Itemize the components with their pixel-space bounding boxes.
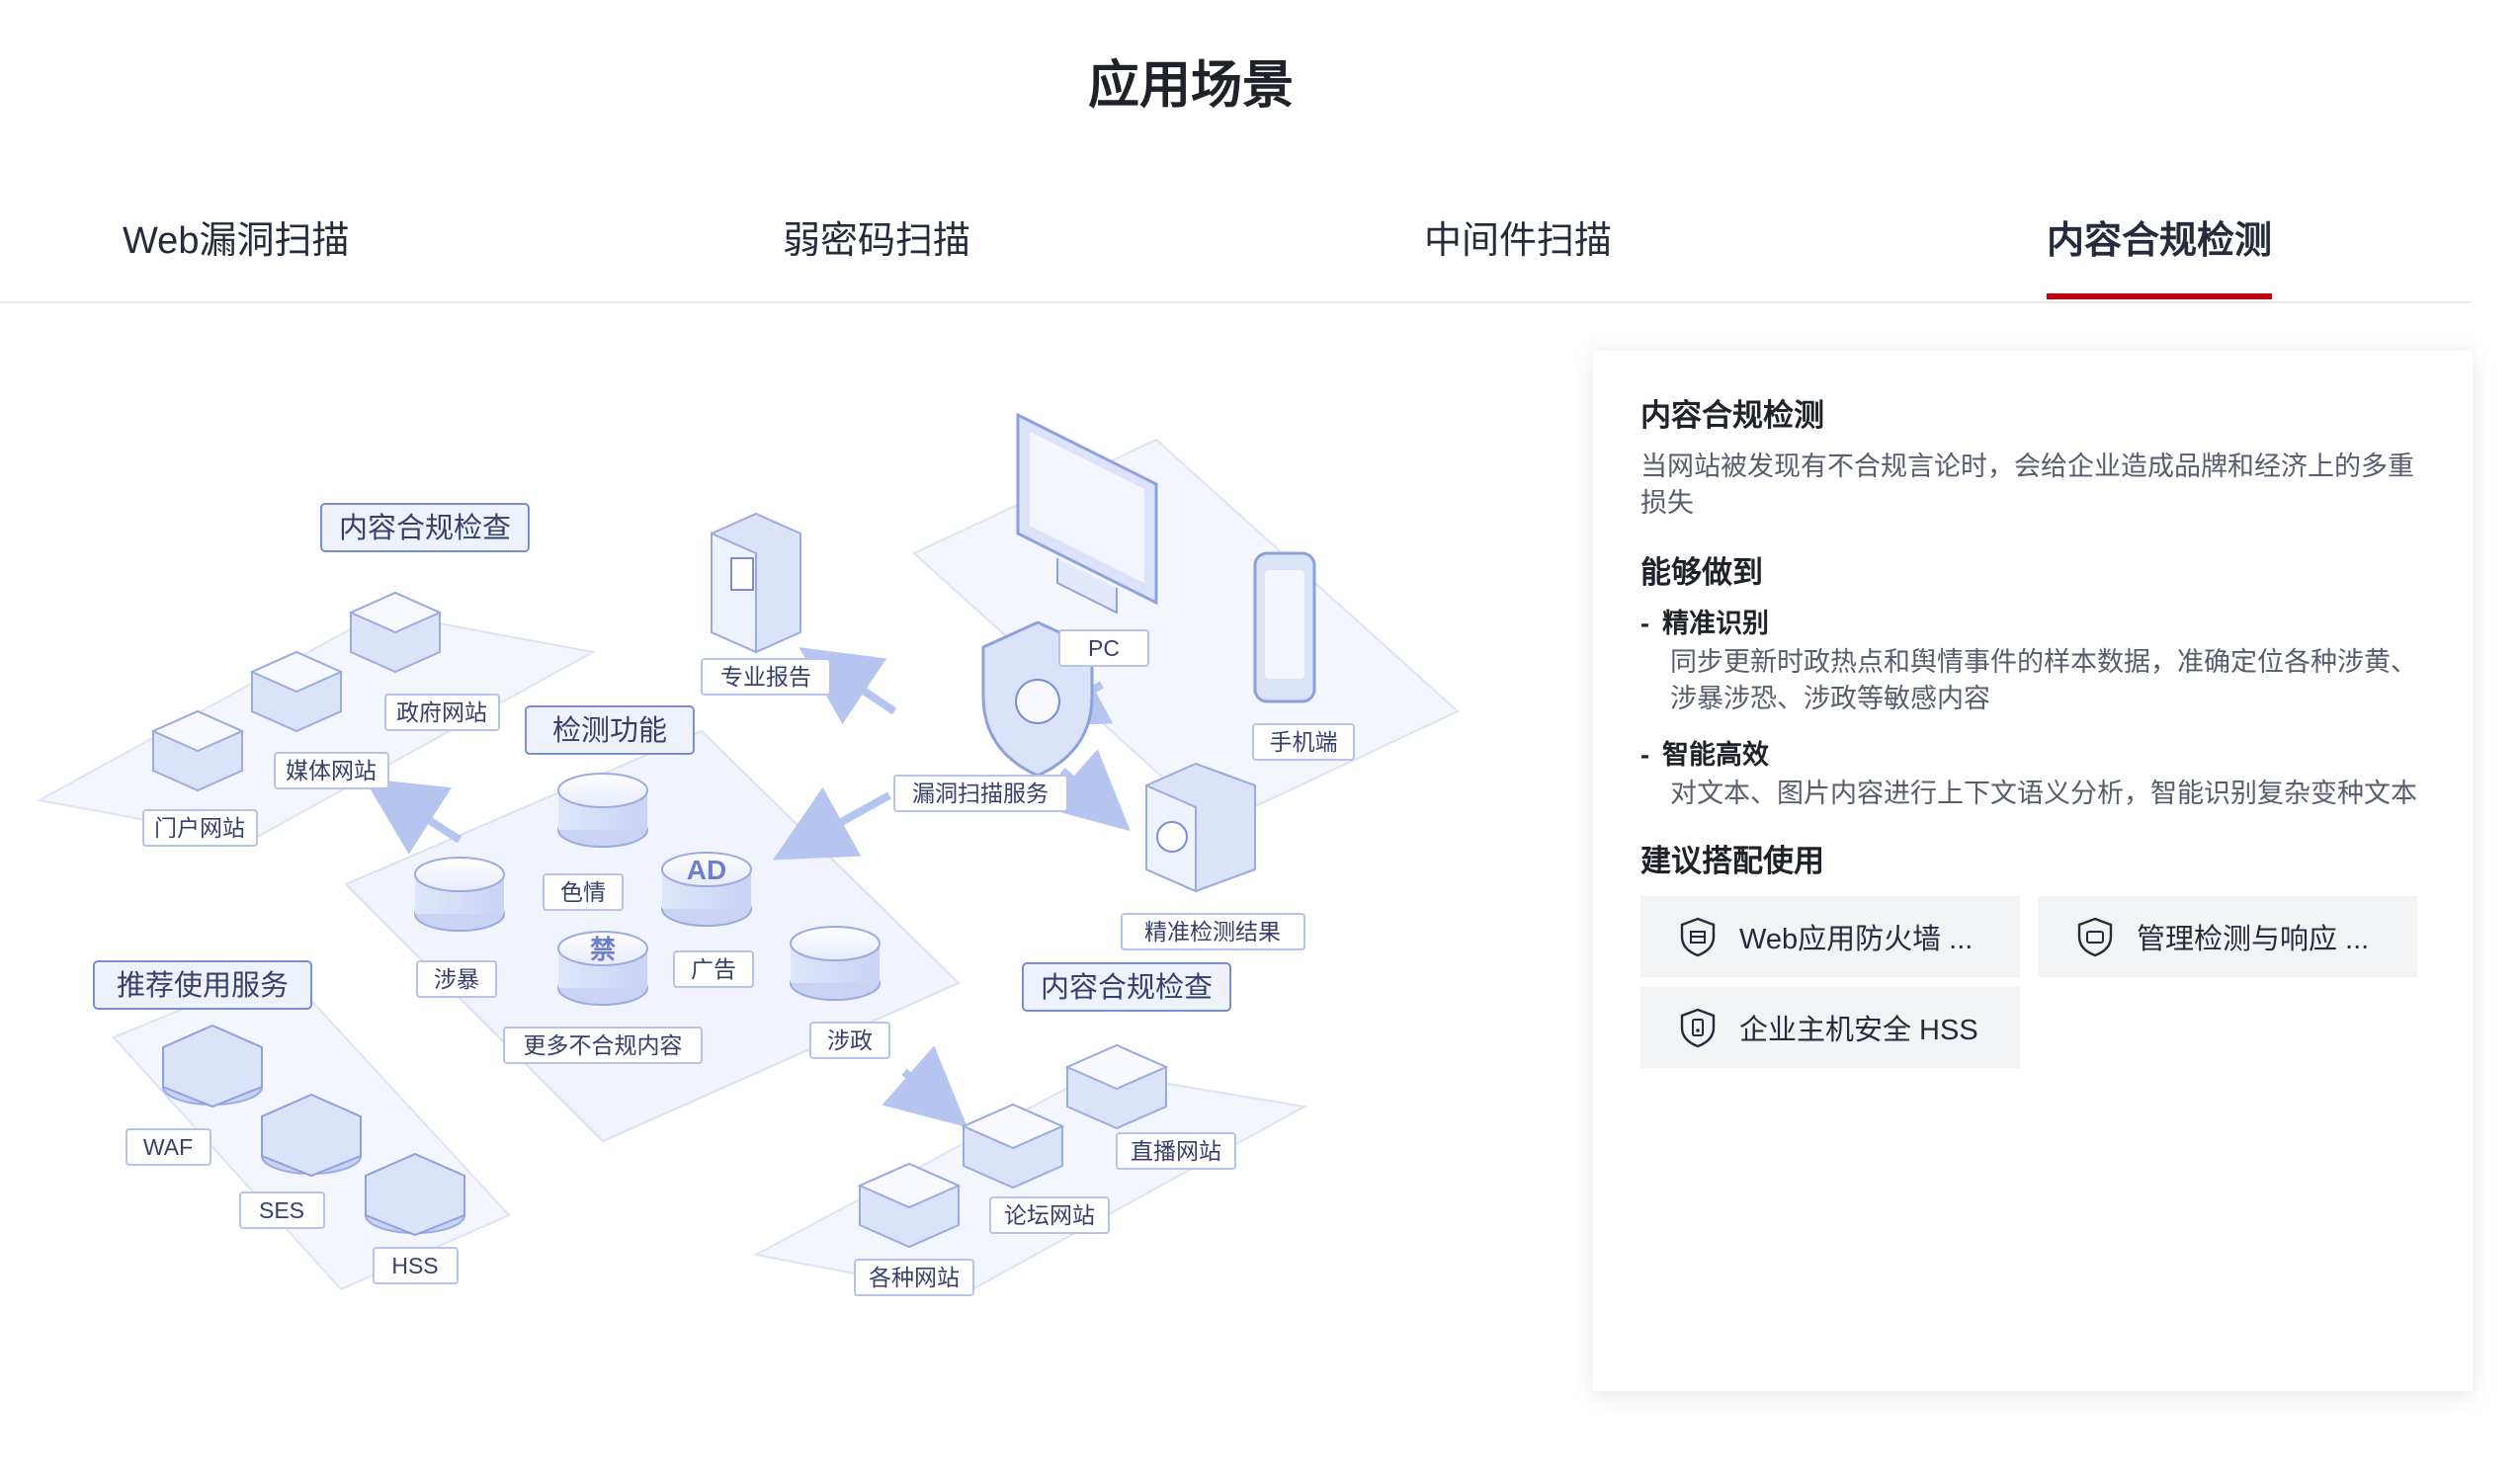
svg-text:门户网站: 门户网站 [154, 815, 245, 841]
svg-text:内容合规检查: 内容合规检查 [339, 512, 511, 544]
svg-text:SES: SES [259, 1197, 304, 1223]
check-result-icon [1145, 762, 1256, 893]
waf-shield-icon [162, 1024, 263, 1109]
label-mobile: 手机端 [1252, 723, 1355, 761]
recommend-title: 建议搭配使用 [1640, 844, 1824, 878]
label-various: 各种网站 [854, 1259, 974, 1296]
flow-arrows [364, 647, 1131, 1128]
pc-monitor-icon [1016, 412, 1158, 615]
forum-site-icon [961, 1103, 1065, 1190]
feature-desc-accurate: 同步更新时政热点和舆情事件的样本数据，准确定位各种涉黄、涉暴涉恐、涉政等敏感内容 [1670, 647, 2417, 713]
feature-desc-efficient: 对文本、图片内容进行上下文语义分析，智能识别复杂变种文本 [1670, 779, 2417, 808]
label-waf: WAF [126, 1128, 211, 1166]
svg-text:媒体网站: 媒体网站 [286, 758, 377, 783]
label-porn: 色情 [543, 873, 624, 911]
feature-title-accurate: -精准识别 [1640, 609, 1769, 638]
svg-text:AD: AD [687, 855, 726, 885]
label-report: 专业报告 [701, 658, 831, 696]
service-label: 管理检测与响应 ... [2137, 924, 2370, 955]
svg-text:内容合规检查: 内容合规检查 [1041, 971, 1213, 1004]
tab-weak-password-scan[interactable]: 弱密码扫描 [783, 220, 971, 262]
tab-middleware-scan[interactable]: 中间件扫描 [1424, 220, 1613, 262]
various-sites-icon [857, 1162, 962, 1249]
svg-text:涉政: 涉政 [827, 1028, 873, 1053]
mobile-phone-icon [1253, 551, 1316, 703]
label-ad: 广告 [673, 950, 754, 988]
page-title: 应用场景 [1087, 57, 1294, 115]
svg-text:涉暴: 涉暴 [434, 966, 479, 992]
label-scan-service: 漏洞扫描服务 [893, 775, 1068, 812]
more-detect-icon: 禁 [557, 931, 648, 1006]
svg-text:WAF: WAF [143, 1134, 193, 1160]
card-title: 内容合规检测 [1640, 398, 1824, 433]
scenario-detail-card: 内容合规检测 当网站被发现有不合规言论时，会给企业造成品牌和经济上的多重损失 能… [1593, 351, 2473, 1391]
svg-text:直播网站: 直播网站 [1131, 1138, 1221, 1164]
hss-shield-icon [365, 1152, 465, 1237]
live-site-icon [1064, 1043, 1169, 1130]
feature-title-efficient: -智能高效 [1640, 740, 1769, 770]
svg-text:手机端: 手机端 [1270, 729, 1338, 755]
svg-text:禁: 禁 [590, 936, 616, 965]
ad-detect-icon: AD [661, 852, 752, 927]
svg-text:漏洞扫描服务: 漏洞扫描服务 [912, 781, 1049, 806]
svg-text:PC: PC [1088, 635, 1120, 661]
group-label-left-top: 内容合规检查 [320, 503, 530, 552]
service-waf-button[interactable]: Web应用防火墙 ... [1640, 896, 2020, 977]
svg-text:精准检测结果: 精准检测结果 [1144, 919, 1281, 945]
label-ses: SES [239, 1192, 325, 1229]
label-politics: 涉政 [809, 1022, 890, 1059]
service-mdr-button[interactable]: 管理检测与响应 ... [2038, 896, 2417, 977]
shield-firewall-icon [1680, 917, 1716, 957]
svg-text:各种网站: 各种网站 [869, 1265, 960, 1290]
ses-shield-icon [261, 1093, 362, 1178]
porn-detect-icon [557, 773, 648, 848]
svg-text:更多不合规内容: 更多不合规内容 [524, 1032, 683, 1058]
label-pc: PC [1058, 629, 1149, 667]
svg-text:论坛网站: 论坛网站 [1004, 1202, 1095, 1228]
tab-web-vuln-scan[interactable]: Web漏洞扫描 [123, 220, 350, 262]
label-more: 更多不合规内容 [503, 1027, 703, 1064]
group-label-right-bottom: 内容合规检查 [1022, 962, 1231, 1012]
service-hss-button[interactable]: 企业主机安全 HSS [1640, 987, 2020, 1068]
shield-host-icon [1680, 1008, 1716, 1048]
platform-bottom-right [753, 1070, 1308, 1296]
scenario-tabs: Web漏洞扫描 弱密码扫描 中间件扫描 内容合规检测 [0, 198, 2471, 303]
label-live: 直播网站 [1116, 1132, 1236, 1170]
label-violence: 涉暴 [416, 960, 497, 998]
report-icon [711, 512, 801, 654]
portal-site-icon [150, 709, 245, 792]
service-label: Web应用防火墙 ... [1739, 924, 1974, 955]
politics-detect-icon [790, 926, 881, 1001]
svg-text:HSS: HSS [391, 1253, 438, 1278]
platform-left-top [37, 611, 596, 842]
media-site-icon [249, 650, 344, 733]
label-forum: 论坛网站 [989, 1196, 1110, 1234]
label-result: 精准检测结果 [1121, 913, 1305, 950]
government-site-icon [348, 591, 443, 674]
svg-text:专业报告: 专业报告 [720, 664, 811, 690]
svg-text:推荐使用服务: 推荐使用服务 [117, 969, 289, 1002]
label-government: 政府网站 [384, 694, 500, 731]
architecture-diagram: 内容合规检查 检测功能 推荐使用服务 内容合规检查 政府网站 媒体网站 门户网站… [20, 390, 1482, 1349]
label-media: 媒体网站 [274, 752, 389, 789]
group-label-detect: 检测功能 [525, 705, 695, 755]
label-portal: 门户网站 [142, 809, 258, 847]
capabilities-title: 能够做到 [1640, 555, 1763, 590]
svg-text:检测功能: 检测功能 [552, 714, 667, 747]
service-label: 企业主机安全 HSS [1739, 1015, 1978, 1046]
svg-text:政府网站: 政府网站 [396, 699, 487, 725]
tab-content-compliance[interactable]: 内容合规检测 [2047, 209, 2273, 299]
svg-text:色情: 色情 [560, 879, 606, 905]
card-description: 当网站被发现有不合规言论时，会给企业造成品牌和经济上的多重损失 [1640, 452, 2414, 518]
svg-text:广告: 广告 [691, 956, 736, 982]
shield-detection-icon [2077, 917, 2113, 957]
group-label-recommend: 推荐使用服务 [93, 960, 312, 1010]
label-hss: HSS [373, 1247, 459, 1284]
violence-detect-icon [414, 857, 505, 932]
